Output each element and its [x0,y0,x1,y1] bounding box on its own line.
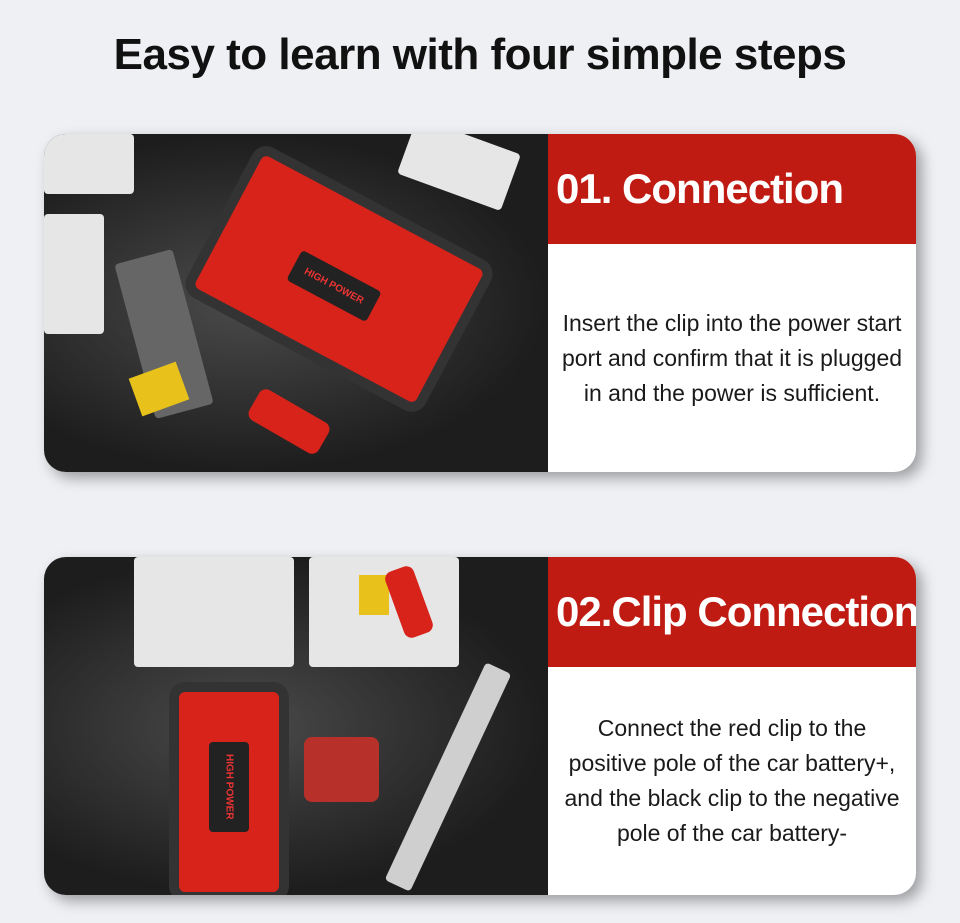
step-1-panel: 01. Connection Insert the clip into the … [548,134,916,472]
page-title: Easy to learn with four simple steps [113,30,847,79]
step-2-photo: HIGH POWER [44,557,548,895]
step-card-1: HIGH POWER 01. Connection Insert the cli… [44,134,916,472]
step-2-description: Connect the red clip to the positive pol… [564,715,900,846]
step-2-heading: 02.Clip Connection [548,557,916,667]
device-logo: HIGH POWER [209,742,249,832]
step-1-description: Insert the clip into the power start por… [561,309,903,406]
jump-starter-device [169,682,289,895]
step-1-photo: HIGH POWER [44,134,548,472]
step-card-2: HIGH POWER 02.Clip Connection Connect th… [44,557,916,895]
step-2-panel: 02.Clip Connection Connect the red clip … [548,557,916,895]
step-1-heading: 01. Connection [548,134,916,244]
